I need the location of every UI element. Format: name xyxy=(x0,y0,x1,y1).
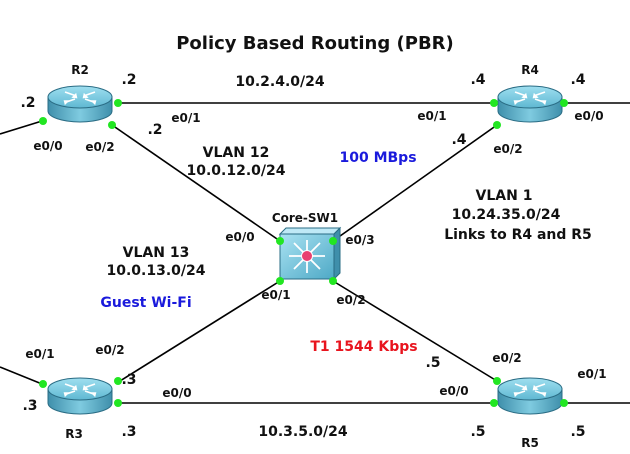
device-label-r4: R4 xyxy=(521,63,539,77)
device-label-core-sw1: Core-SW1 xyxy=(272,211,338,225)
addr-r2-left: .2 xyxy=(20,95,35,111)
iface-r2-e0-2: e0/2 xyxy=(85,140,114,154)
router-r5-icon[interactable] xyxy=(497,377,563,415)
diagram-title: Policy Based Routing (PBR) xyxy=(176,33,454,54)
link-r5-core xyxy=(332,280,498,382)
iface-sw-e0-3: e0/3 xyxy=(345,233,374,247)
speed-100mbps-label: 100 MBps xyxy=(339,150,416,166)
iface-r3-e0-0: e0/0 xyxy=(162,386,191,400)
network-label-r2-r4: 10.2.4.0/24 xyxy=(235,74,325,90)
iface-r5-e0-0: e0/0 xyxy=(439,384,468,398)
iface-r2-e0-1: e0/1 xyxy=(171,111,200,125)
iface-r3-e0-2: e0/2 xyxy=(95,343,124,357)
router-r4-icon[interactable] xyxy=(497,85,563,123)
addr-r2-vlan: .2 xyxy=(147,122,162,138)
link-r2-external xyxy=(0,120,43,135)
router-r3-icon[interactable] xyxy=(47,377,113,415)
device-label-r2: R2 xyxy=(71,63,89,77)
link-r2-core xyxy=(111,124,281,242)
iface-r4-e0-2: e0/2 xyxy=(493,142,522,156)
link-r4-core xyxy=(332,124,498,242)
vlan1-network: 10.24.35.0/24 xyxy=(452,207,561,223)
iface-sw-e0-0: e0/0 xyxy=(225,230,254,244)
iface-r5-e0-2: e0/2 xyxy=(492,351,521,365)
vlan12-network: 10.0.12.0/24 xyxy=(187,163,286,179)
iface-r5-e0-1: e0/1 xyxy=(577,367,606,381)
device-label-r3: R3 xyxy=(65,427,83,441)
vlan12-name: VLAN 12 xyxy=(203,145,270,161)
iface-r2-e0-0: e0/0 xyxy=(33,139,62,153)
vlan1-description: Links to R4 and R5 xyxy=(444,227,592,243)
core-switch-icon[interactable] xyxy=(278,226,342,281)
guest-wifi-label: Guest Wi-Fi xyxy=(100,295,191,311)
iface-sw-e0-1: e0/1 xyxy=(261,288,290,302)
addr-r4-vlan: .4 xyxy=(451,132,466,148)
addr-r4-right: .4 xyxy=(570,72,585,88)
device-label-r5: R5 xyxy=(521,436,539,450)
iface-r3-e0-1: e0/1 xyxy=(25,347,54,361)
links xyxy=(0,102,630,404)
router-r2-icon[interactable] xyxy=(47,85,113,123)
speed-t1-label: T1 1544 Kbps xyxy=(310,339,417,355)
vlan13-name: VLAN 13 xyxy=(123,245,190,261)
addr-r5-right: .5 xyxy=(570,424,585,440)
addr-r5-vlan: .5 xyxy=(425,355,440,371)
addr-r4-left: .4 xyxy=(470,72,485,88)
iface-r4-e0-0: e0/0 xyxy=(574,109,603,123)
addr-r5-left: .5 xyxy=(470,424,485,440)
interface-dots xyxy=(39,99,568,407)
addr-r3-vlan: .3 xyxy=(121,372,136,388)
addr-r3-left: .3 xyxy=(22,398,37,414)
vlan1-name: VLAN 1 xyxy=(476,188,533,204)
iface-sw-e0-2: e0/2 xyxy=(336,293,365,307)
network-label-r3-r5: 10.3.5.0/24 xyxy=(258,424,348,440)
link-r3-core xyxy=(119,280,281,382)
vlan13-network: 10.0.13.0/24 xyxy=(107,263,206,279)
iface-r4-e0-1: e0/1 xyxy=(417,109,446,123)
addr-r3-bottom: .3 xyxy=(121,424,136,440)
addr-r2-top: .2 xyxy=(121,72,136,88)
link-r3-external xyxy=(0,366,43,385)
